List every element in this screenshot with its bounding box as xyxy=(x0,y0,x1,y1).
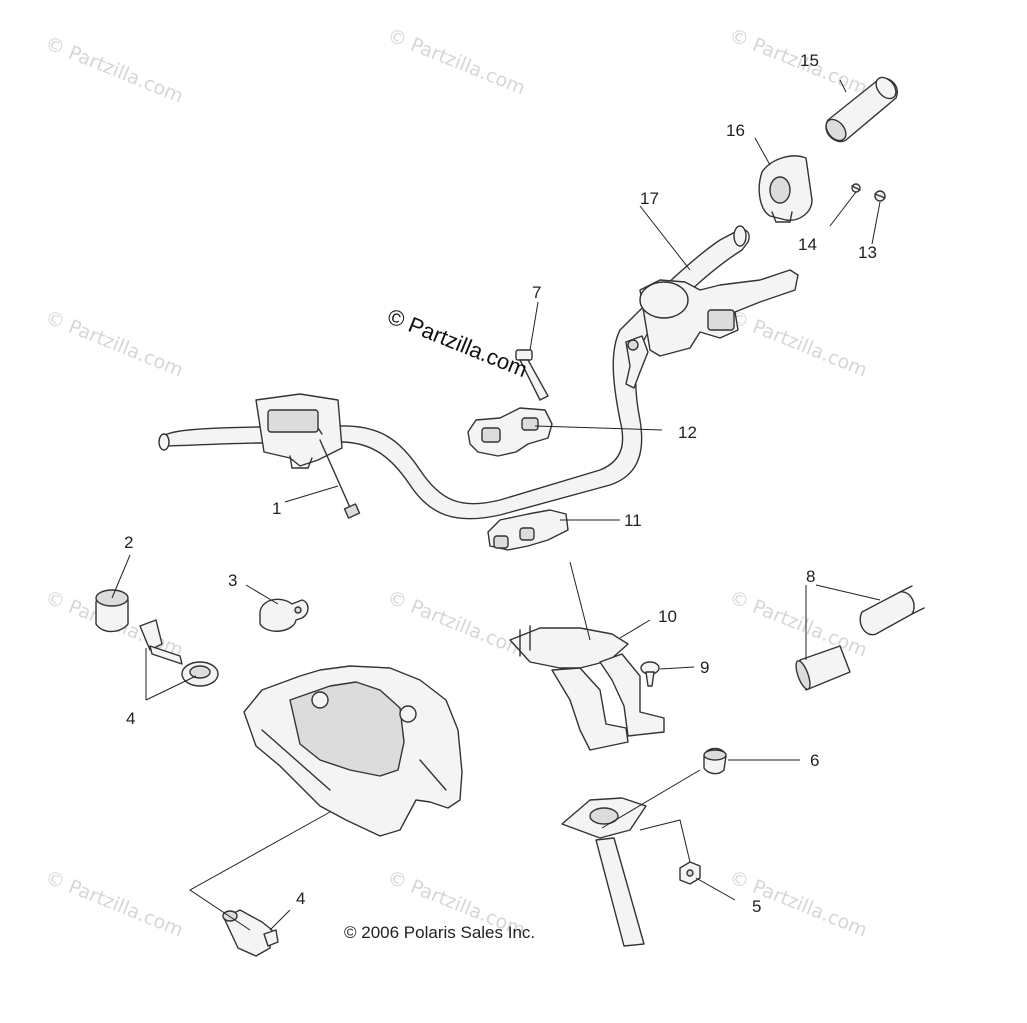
callout-17: 17 xyxy=(640,189,659,208)
callout-15: 15 xyxy=(800,51,819,70)
leader-lines xyxy=(111,79,881,931)
throttle-housing xyxy=(758,155,813,223)
watermark: © Partzilla.com xyxy=(384,24,528,99)
watermark: © Partzilla.com xyxy=(726,586,870,661)
callout-11: 11 xyxy=(624,511,642,530)
callout-1: 1 xyxy=(272,499,281,518)
handlebar xyxy=(158,225,750,520)
lower-clamp xyxy=(487,509,569,551)
nut xyxy=(679,861,701,885)
callout-14: 14 xyxy=(798,235,817,254)
callout-8: 8 xyxy=(806,567,815,586)
watermark: © Partzilla.com xyxy=(726,306,870,381)
key xyxy=(139,619,183,665)
cap xyxy=(95,589,129,633)
callout-labels: 1 2 3 4 4 5 6 7 8 9 10 11 12 13 14 15 16… xyxy=(124,51,877,916)
callout-6: 6 xyxy=(810,751,819,770)
callout-4: 4 xyxy=(126,709,135,728)
watermark: © Partzilla.com xyxy=(42,306,186,381)
plug xyxy=(259,598,309,632)
upper-clamp xyxy=(467,407,553,457)
watermark: © Partzilla.com xyxy=(726,24,870,99)
grip xyxy=(825,76,898,143)
callout-16: 16 xyxy=(726,121,745,140)
callout-2: 2 xyxy=(124,533,133,552)
switch-connector xyxy=(795,585,925,691)
steering-column xyxy=(561,797,647,947)
mounting-bracket xyxy=(509,625,665,751)
watermark-layer: © Partzilla.com © Partzilla.com © Partzi… xyxy=(42,24,870,941)
callout-13: 13 xyxy=(858,243,877,262)
brake-lever-assembly xyxy=(625,269,799,389)
watermark: © Partzilla.com xyxy=(726,866,870,941)
callout-7: 7 xyxy=(532,283,541,302)
copyright-notice: © 2006 Polaris Sales Inc. xyxy=(344,923,535,942)
watermark-main: © Partzilla.com xyxy=(384,303,531,382)
callout-9: 9 xyxy=(700,658,709,677)
bolt xyxy=(515,349,549,401)
watermark: © Partzilla.com xyxy=(42,866,186,941)
screw xyxy=(640,661,660,687)
watermark: © Partzilla.com xyxy=(42,32,186,107)
grommet xyxy=(181,661,219,687)
callout-5: 5 xyxy=(752,897,761,916)
cable-tie xyxy=(317,427,361,519)
small-screws xyxy=(851,183,886,202)
watermark: © Partzilla.com xyxy=(384,586,528,661)
callout-3: 3 xyxy=(228,571,237,590)
bulb-socket xyxy=(222,909,279,957)
callout-4: 4 xyxy=(296,889,305,908)
callout-10: 10 xyxy=(658,607,677,626)
callout-12: 12 xyxy=(678,423,697,442)
left-switch-housing xyxy=(255,393,343,469)
bushing xyxy=(703,747,727,775)
headlight-pod xyxy=(243,665,463,837)
